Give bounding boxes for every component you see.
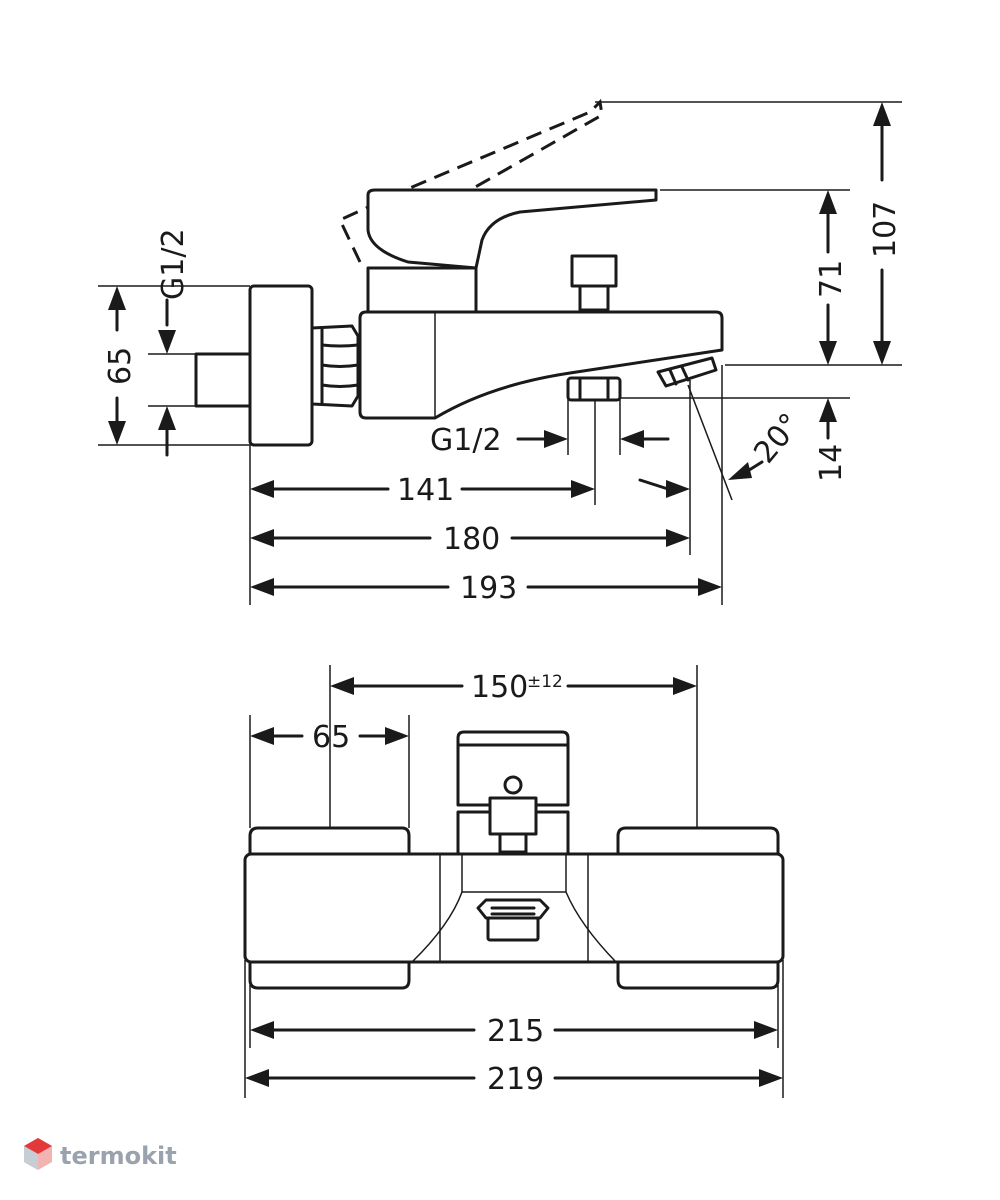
watermark: termokit [24,1138,177,1170]
watermark-text: termokit [60,1142,177,1170]
angle-20: 20° [747,407,808,470]
dim-215: 215 [487,1014,544,1049]
dim-141: 141 [397,473,454,508]
dim-219: 219 [487,1062,544,1097]
thread-left-label: G1/2 [156,228,191,300]
dim-65-top: 65 [312,720,350,755]
dim-193: 193 [460,571,517,606]
dim-150: 150 [471,670,528,705]
dim-180: 180 [443,522,500,557]
dim-14: 14 [814,444,849,482]
dim-150-tolerance: ±12 [527,672,563,692]
dim-107: 107 [868,201,903,258]
dim-71: 71 [814,260,849,298]
dim-65-side: 65 [103,347,138,385]
termokit-logo-icon [24,1138,52,1170]
top-view: 150 ±12 65 215 219 [243,665,785,1098]
thread-bottom-label: G1/2 [430,423,502,458]
side-view: G1/2 65 71 107 14 G1/2 [98,98,903,606]
